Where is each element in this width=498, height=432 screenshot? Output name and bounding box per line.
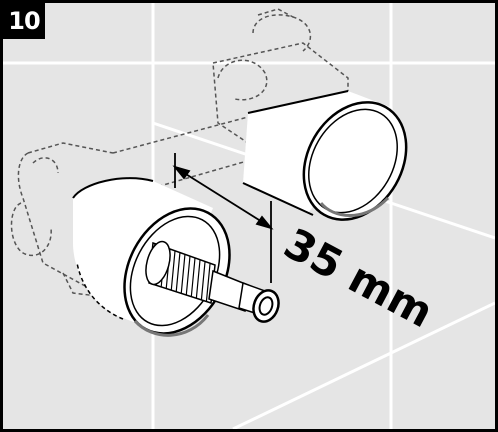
- dimension-label: 35 mm: [276, 219, 441, 338]
- right-valve-cap-icon: [242, 90, 408, 221]
- dimension-lines: [172, 153, 274, 283]
- valve-body-icon: [10, 8, 349, 299]
- installation-illustration: 35 mm: [3, 3, 495, 429]
- threaded-cartridge-icon: [145, 240, 280, 323]
- step-number-badge: 10: [3, 3, 45, 39]
